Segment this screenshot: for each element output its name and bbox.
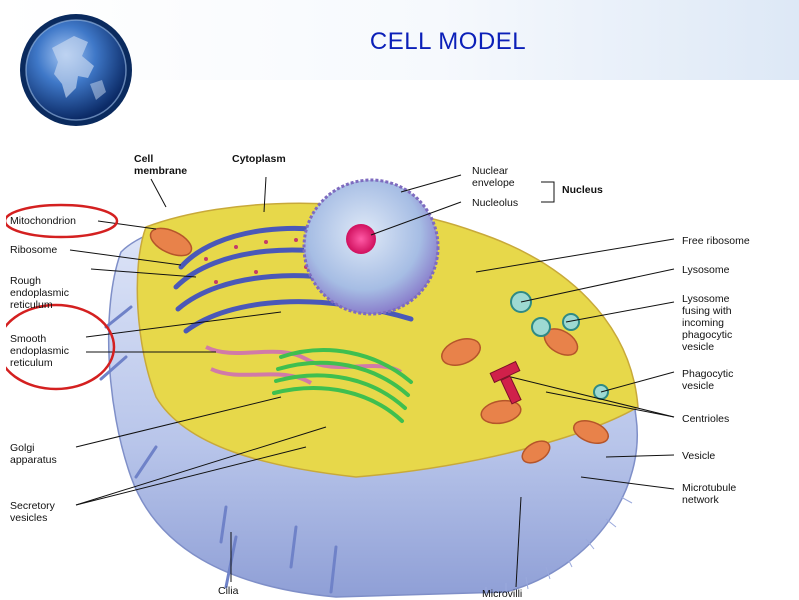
highlight-circle-mitochondrion <box>6 203 119 239</box>
title-banner <box>0 0 799 80</box>
label-lysosome-fusing: Lysosome fusing with incoming phagocytic… <box>682 293 733 353</box>
label-mitochondrion: Mitochondrion <box>10 215 76 227</box>
label-microvilli: Microvilli <box>482 588 523 600</box>
highlight-circle-smooth-er <box>6 303 116 391</box>
label-rough-er: Rough endoplasmic reticulum <box>10 275 69 311</box>
microvilli-shapes <box>485 496 633 595</box>
label-smooth-er: Smooth endoplasmic reticulum <box>10 333 69 369</box>
globe-logo-icon <box>20 14 132 126</box>
label-secretory-vesicles: Secretory vesicles <box>10 500 55 524</box>
label-centrioles: Centrioles <box>682 413 730 425</box>
label-lysosome: Lysosome <box>682 264 730 276</box>
label-ribosome: Ribosome <box>10 244 58 256</box>
label-cilia: Cilia <box>218 585 239 597</box>
label-nucleolus: Nucleolus <box>472 197 519 209</box>
label-phagocytic-vesicle: Phagocytic vesicle <box>682 368 734 392</box>
leader-lines <box>69 174 675 588</box>
cilia-shapes <box>99 305 338 594</box>
label-free-ribosome: Free ribosome <box>682 235 750 247</box>
label-golgi: Golgi apparatus <box>10 442 57 466</box>
label-nuclear-envelope: Nuclear envelope <box>472 165 515 189</box>
centrioles-shape <box>489 360 522 405</box>
label-cytoplasm: Cytoplasm <box>232 153 286 165</box>
slide-title: CELL MODEL <box>369 28 527 55</box>
label-vesicle: Vesicle <box>682 450 716 462</box>
golgi-shape <box>272 348 413 423</box>
nucleolus-shape <box>346 224 376 254</box>
label-nucleus: Nucleus <box>562 184 603 196</box>
label-cell-membrane: Cell membrane <box>134 153 188 177</box>
mitochondria-shapes <box>149 227 610 464</box>
smooth-er-shape <box>205 345 403 385</box>
cell-diagram: Cell membrane Cytoplasm Mitochondrion Ri… <box>6 147 793 600</box>
cell-illustration <box>6 174 675 598</box>
label-microtubule-network: Microtubule network <box>682 482 737 506</box>
